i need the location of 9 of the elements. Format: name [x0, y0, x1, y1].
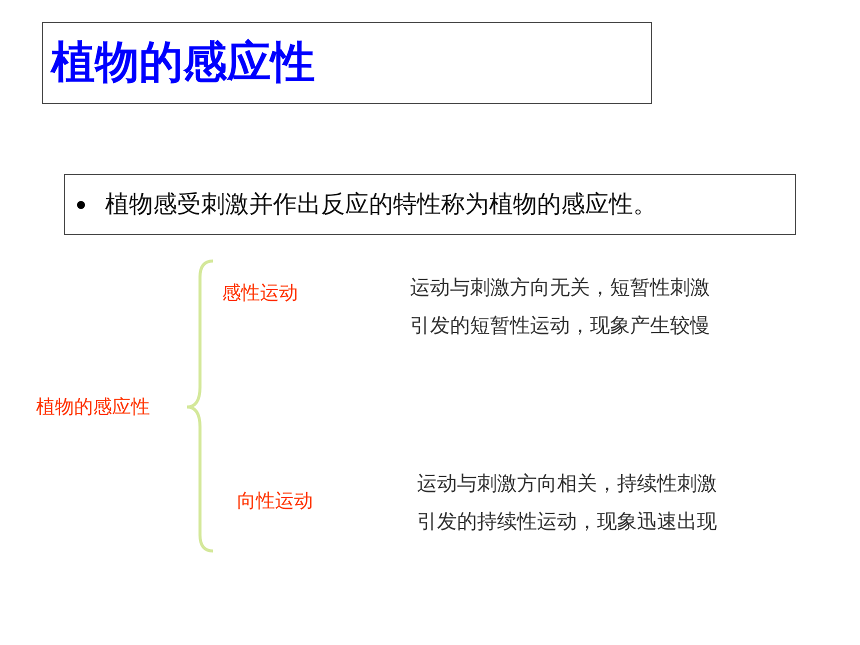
category-label: 向性运动	[237, 488, 313, 514]
title-box	[42, 22, 652, 104]
category-label: 感性运动	[222, 280, 298, 306]
root-label: 植物的感应性	[36, 394, 150, 420]
definition-text: 植物感受刺激并作出反应的特性称为植物的感应性。	[105, 189, 657, 220]
description-text: 运动与刺激方向相关，持续性刺激引发的持续性运动，现象迅速出现	[417, 470, 718, 535]
description-text: 运动与刺激方向无关，短暂性刺激引发的短暂性运动，现象产生较慢	[410, 274, 711, 339]
definition-box	[64, 174, 796, 235]
title-text: 植物的感应性	[51, 36, 315, 90]
